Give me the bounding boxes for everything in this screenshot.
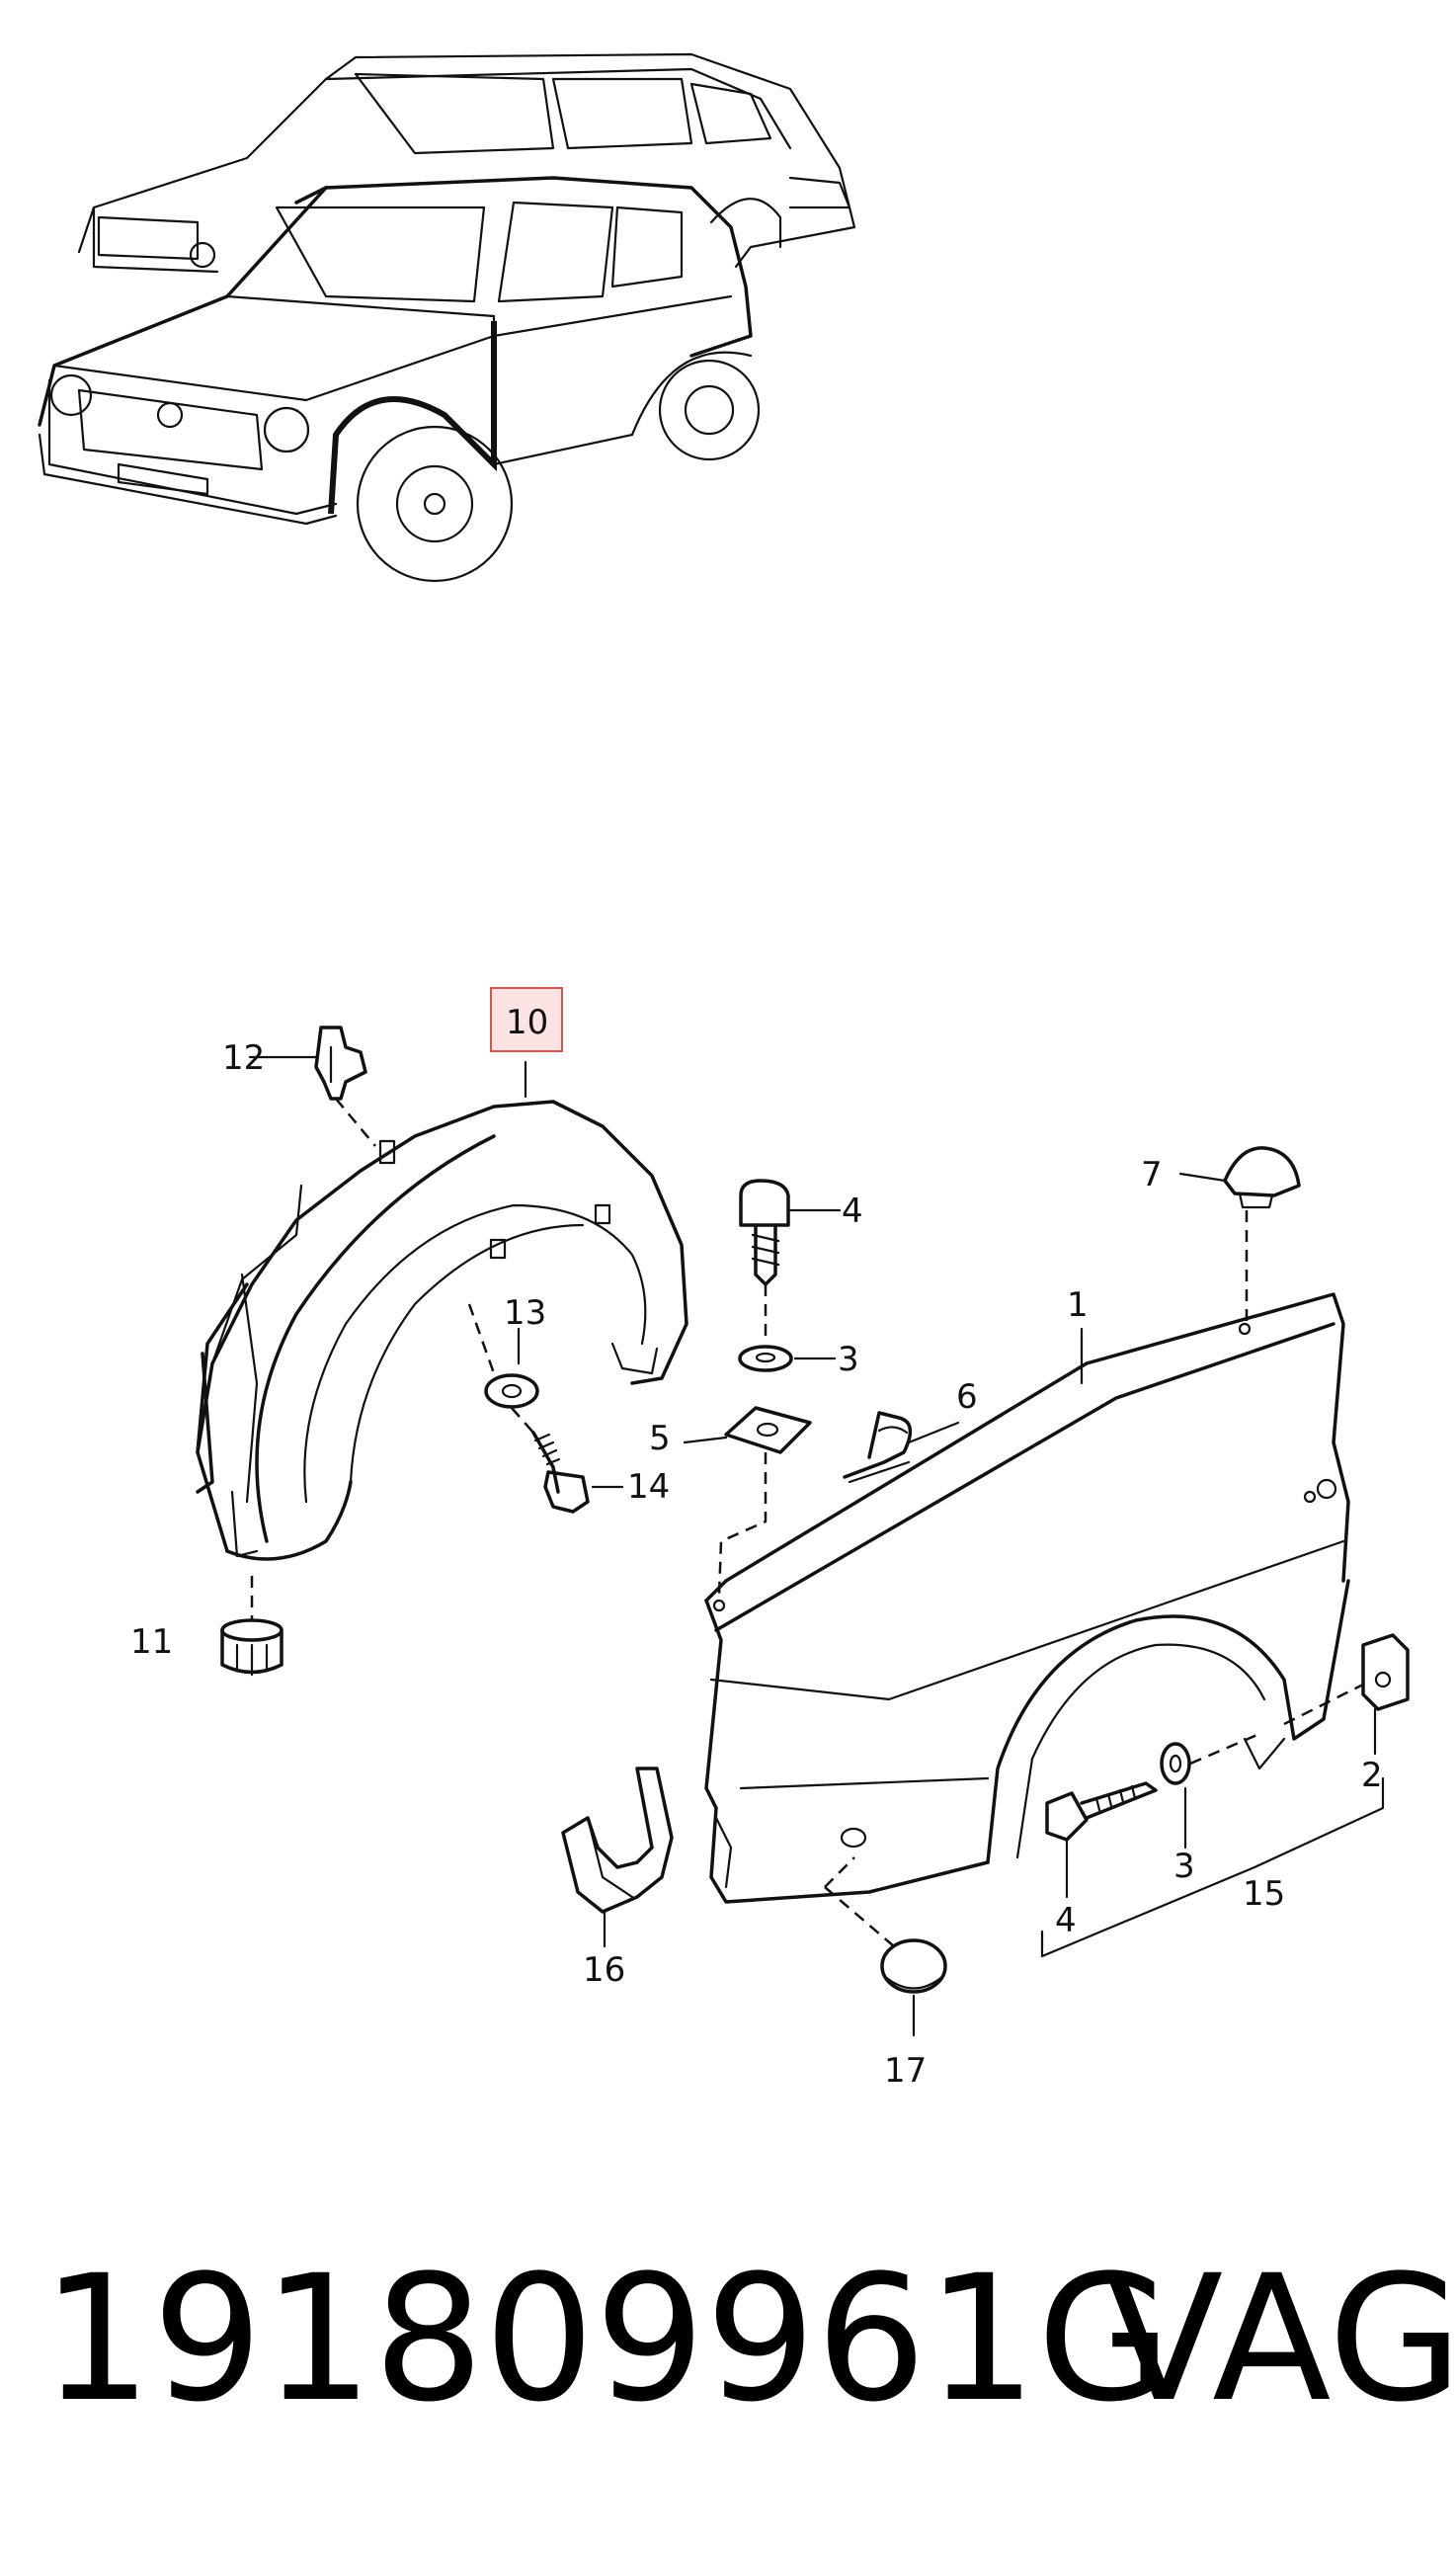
callout-17: 17 [884, 2051, 927, 2091]
callout-10: 10 [506, 1003, 548, 1042]
part-7-cap [1223, 1146, 1301, 1209]
part-number: 191809961G [41, 2238, 1173, 2440]
callout-10-highlight [490, 987, 563, 1052]
hatchback-outline [38, 176, 761, 583]
part-6-tape [843, 1411, 913, 1484]
fender [704, 1292, 1350, 1904]
callout-6: 6 [956, 1377, 978, 1417]
part-5-plate [724, 1406, 812, 1454]
part-16-bracket [561, 1767, 674, 1914]
callout-16: 16 [583, 1950, 625, 1990]
callout-12: 12 [222, 1038, 265, 1078]
sedan-outline [77, 52, 856, 274]
callout-7: 7 [1141, 1155, 1163, 1194]
callout-3-top: 3 [838, 1340, 859, 1379]
wheel-housing-liner [196, 1100, 688, 1561]
leader-lines [248, 1055, 1385, 2037]
callout-15: 15 [1243, 1874, 1285, 1914]
callout-5: 5 [649, 1419, 671, 1458]
callout-4-lower: 4 [1055, 1901, 1077, 1940]
callout-13: 13 [504, 1293, 546, 1333]
part-11-grommet [220, 1618, 283, 1677]
part-3-washer-top [738, 1345, 793, 1372]
callout-2: 2 [1361, 1756, 1383, 1795]
part-4-bolt-top [739, 1179, 790, 1286]
part-12-clip [314, 1026, 367, 1101]
part-3-washer-lower [1160, 1742, 1191, 1785]
part-2-clip [1361, 1633, 1410, 1711]
callout-1: 1 [1067, 1285, 1089, 1325]
callout-4-top: 4 [842, 1192, 863, 1231]
brand-name: VAG [1104, 2238, 1456, 2440]
car-illustration [38, 52, 856, 583]
callout-3-lower: 3 [1173, 1847, 1195, 1886]
callout-14: 14 [627, 1467, 670, 1507]
part-17-plug [880, 1938, 947, 1994]
part-14-screw [531, 1431, 590, 1514]
part-4-bolt-lower [1045, 1781, 1158, 1842]
callout-labels: 10 12 13 14 11 4 3 5 6 7 1 2 3 15 4 16 1… [130, 987, 1383, 2091]
part-13-washer [484, 1373, 539, 1409]
callout-11: 11 [130, 1622, 173, 1662]
